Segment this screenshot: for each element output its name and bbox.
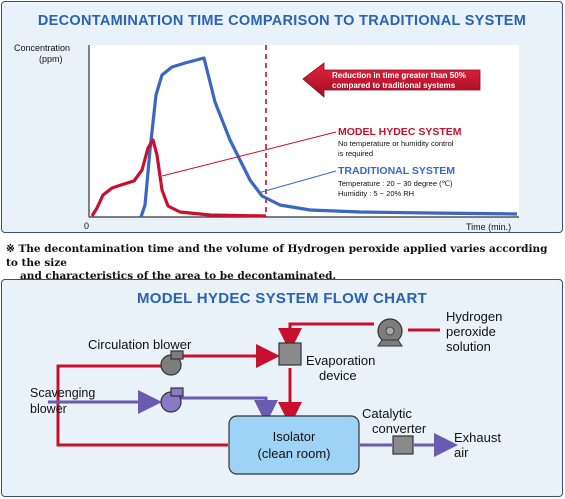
catalytic-converter-icon — [392, 435, 414, 455]
catalytic-label-1: Catalytic — [362, 406, 412, 421]
evaporation-device-icon — [278, 342, 302, 366]
evaporation-label-2: device — [319, 368, 357, 383]
exhaust-label-2: air — [454, 445, 469, 460]
y-axis-unit: (ppm) — [39, 54, 63, 64]
traditional-system-curve — [139, 56, 518, 218]
traditional-humidity: Humidity : 5 ~ 20% RH — [338, 189, 414, 198]
evaporation-label-1: Evaporation — [306, 353, 375, 368]
isolator-box — [228, 415, 360, 475]
hydec-label: MODEL HYDEC SYSTEM — [338, 126, 462, 138]
hydrogen-label-1: Hydrogen — [446, 309, 502, 324]
catalytic-label-2: converter — [372, 421, 427, 436]
circulation-blower-label: Circulation blower — [88, 337, 192, 352]
hydrogen-label-2: peroxide — [446, 324, 496, 339]
scavenging-blower-label-2: blower — [30, 402, 67, 416]
origin-label: 0 — [84, 221, 89, 231]
reduction-arrow — [302, 62, 481, 98]
scavenging-blower-label-1: Scavenging — [30, 386, 95, 400]
scavenging-to-isolator-line — [180, 396, 278, 424]
traditional-leader-line — [257, 170, 337, 194]
circulation-blower-icon — [160, 350, 184, 376]
hydec-note-2: is required — [338, 149, 373, 158]
scavenging-blower-icon — [160, 387, 184, 413]
peroxide-feed-line — [278, 322, 374, 352]
hydec-leader-line — [161, 131, 337, 177]
chart-title: DECONTAMINATION TIME COMPARISON TO TRADI… — [37, 13, 527, 29]
hydec-note-1: No temperature or humidity control — [338, 139, 454, 148]
isolator-label-2: (clean room) — [258, 446, 331, 461]
y-axis-label: Concentration — [14, 43, 70, 53]
traditional-label: TRADITIONAL SYSTEM — [338, 165, 455, 177]
traditional-temp: Temperature : 20 ~ 30 degree (℃) — [338, 179, 453, 188]
x-axis-label: Time (min.) — [466, 222, 511, 232]
arrow-text-2: compared to traditional systems — [332, 81, 456, 90]
recirculation-line — [56, 364, 228, 447]
hydec-system-curve — [90, 138, 267, 218]
arrow-text-1: Reduction in time greater than 50% — [332, 71, 466, 80]
exhaust-label-1: Exhaust — [454, 430, 501, 445]
peroxide-pump-icon — [377, 318, 403, 347]
flow-chart-title: MODEL HYDEC SYSTEM FLOW CHART — [136, 290, 428, 307]
footnote-line-1: ※ The decontamination time and the volum… — [6, 243, 548, 269]
isolator-label-1: Isolator — [273, 429, 316, 444]
hydrogen-label-3: solution — [446, 339, 491, 354]
